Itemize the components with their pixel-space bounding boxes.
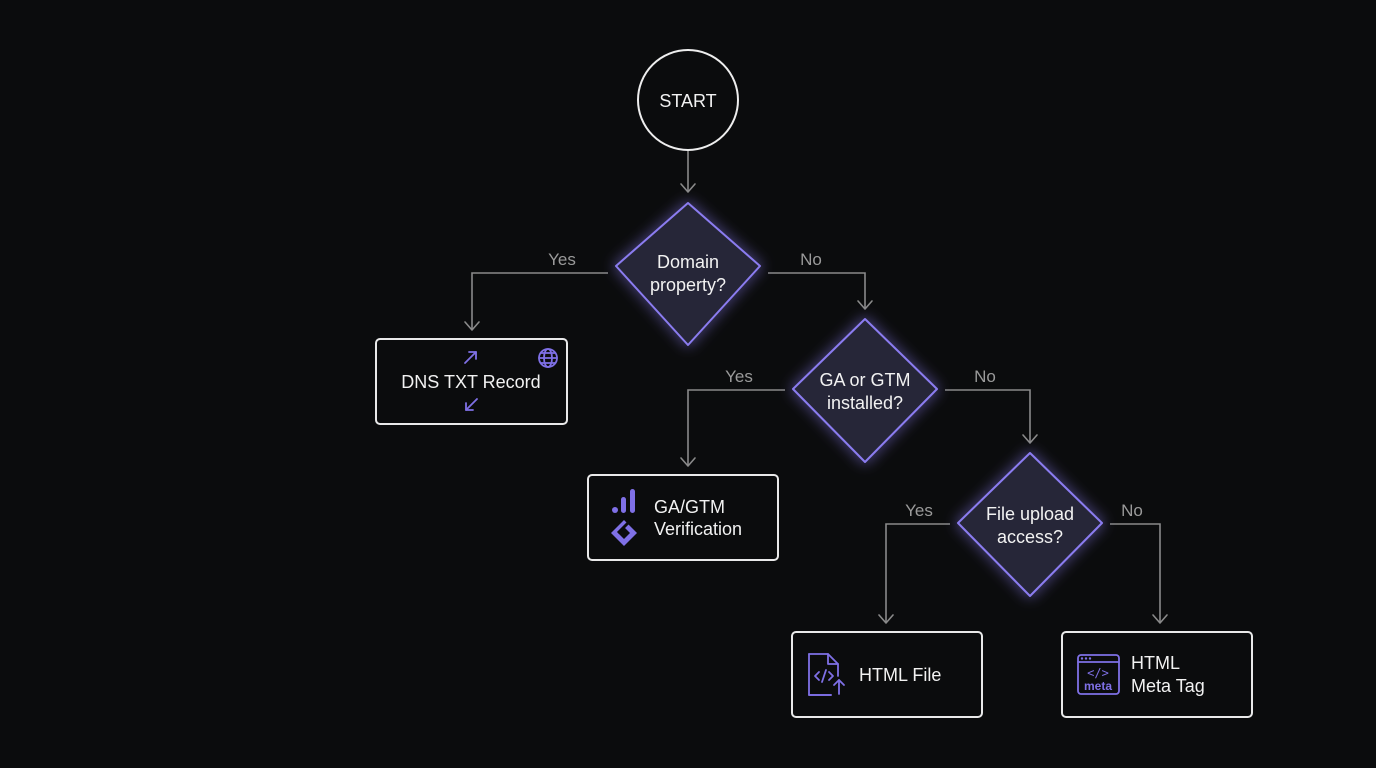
- result-box: [587, 474, 779, 561]
- decision-diamond: [792, 318, 938, 463]
- start-label: START: [659, 91, 716, 111]
- arrowhead: [857, 300, 873, 310]
- decision-ga-line1: GA or GTM: [819, 370, 910, 390]
- arrowhead: [1022, 434, 1038, 444]
- decision-file-line2: access?: [997, 527, 1063, 547]
- arrowhead: [680, 457, 696, 467]
- edge-label-file-yes: Yes: [905, 501, 933, 520]
- meta-icon-text: meta: [1084, 679, 1112, 693]
- ga-verification-line2: Verification: [654, 519, 742, 539]
- dns-label: DNS TXT Record: [401, 372, 540, 392]
- decision-domain-property: Domain property?: [615, 202, 761, 346]
- dns-arrows-icon: [464, 351, 478, 411]
- arrowhead: [878, 614, 894, 624]
- decision-file-line1: File upload: [986, 504, 1074, 524]
- edge-file-yes: [885, 523, 950, 623]
- ga-verification-line1: GA/GTM: [654, 497, 725, 517]
- decision-diamond: [615, 202, 761, 346]
- decision-diamond: [957, 452, 1103, 597]
- decision-ga-gtm: GA or GTM installed?: [792, 318, 938, 463]
- tag-manager-icon: [611, 519, 637, 546]
- globe-icon: [538, 348, 558, 368]
- decision-ga-line2: installed?: [827, 393, 903, 413]
- arrowhead: [464, 321, 480, 331]
- meta-icon-code: </>: [1087, 666, 1109, 680]
- branch-labels: Yes No Yes No Yes No: [548, 250, 1143, 520]
- decision-domain-line2: property?: [650, 275, 726, 295]
- edges: [464, 151, 1168, 624]
- edge-label-ga-yes: Yes: [725, 367, 753, 386]
- arrowhead: [1152, 614, 1168, 624]
- edge-domain-no: [768, 272, 866, 309]
- decision-file-upload: File upload access?: [957, 452, 1103, 597]
- arrowhead: [680, 183, 696, 193]
- result-html-file: HTML File: [791, 631, 983, 718]
- decision-domain-line1: Domain: [657, 252, 719, 272]
- edge-ga-yes: [687, 389, 785, 466]
- html-file-label: HTML File: [859, 665, 941, 685]
- result-html-meta-tag: </> meta HTML Meta Tag: [1061, 631, 1253, 718]
- start-node: START: [637, 49, 739, 151]
- edge-label-ga-no: No: [974, 367, 996, 386]
- edge-file-no: [1110, 523, 1161, 623]
- edge-ga-no: [945, 389, 1031, 443]
- edge-label-domain-no: No: [800, 250, 822, 269]
- edge-label-domain-yes: Yes: [548, 250, 576, 269]
- result-box: [791, 631, 983, 718]
- code-file-upload-icon: [808, 653, 845, 696]
- result-box: [375, 338, 568, 425]
- result-dns-txt-record: DNS TXT Record: [375, 338, 568, 425]
- meta-tag-window-icon: </> meta: [1077, 654, 1120, 695]
- meta-tag-line1: HTML: [1131, 653, 1180, 673]
- result-ga-gtm-verification: GA/GTM Verification: [587, 474, 779, 561]
- analytics-bars-icon: [612, 489, 635, 513]
- meta-tag-line2: Meta Tag: [1131, 676, 1205, 696]
- edge-domain-yes: [471, 272, 608, 330]
- result-box: [1061, 631, 1253, 718]
- edge-label-file-no: No: [1121, 501, 1143, 520]
- start-circle: [637, 49, 739, 151]
